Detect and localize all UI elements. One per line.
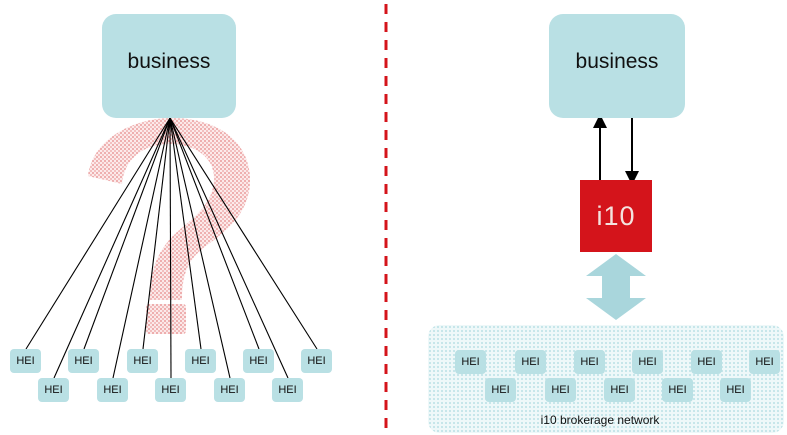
hei-node: HEI bbox=[749, 350, 780, 374]
hei-label: HEI bbox=[278, 384, 297, 396]
hei-node: HEI bbox=[185, 349, 216, 373]
hei-node: HEI bbox=[243, 349, 274, 373]
business-hei-link bbox=[169, 117, 202, 350]
business-hei-link bbox=[169, 117, 231, 379]
hei-label: HEI bbox=[521, 356, 540, 368]
hei-label: HEI bbox=[755, 356, 774, 368]
hei-node: HEI bbox=[155, 378, 186, 402]
hei-node: HEI bbox=[455, 350, 486, 374]
hei-node: HEI bbox=[662, 378, 693, 402]
hei-label: HEI bbox=[103, 384, 122, 396]
hei-label: HEI bbox=[44, 384, 63, 396]
business-hei-link bbox=[83, 117, 171, 350]
hei-node: HEI bbox=[301, 349, 332, 373]
business-hei-link bbox=[169, 117, 260, 350]
hei-node: HEI bbox=[545, 378, 576, 402]
business-hei-link bbox=[169, 117, 318, 350]
hei-label: HEI bbox=[668, 384, 687, 396]
hei-node: HEI bbox=[604, 378, 635, 402]
hei-label: HEI bbox=[74, 355, 93, 367]
business-hei-links bbox=[25, 117, 318, 379]
hei-node: HEI bbox=[127, 349, 158, 373]
business-label-right: business bbox=[575, 50, 659, 73]
double-arrow-icon bbox=[586, 254, 646, 320]
hei-label: HEI bbox=[551, 384, 570, 396]
business-hei-link bbox=[142, 117, 171, 350]
business-hei-link bbox=[169, 117, 289, 379]
business-hei-link bbox=[112, 117, 171, 379]
network-label: i10 brokerage network bbox=[540, 413, 660, 427]
hei-label: HEI bbox=[191, 355, 210, 367]
hei-node: HEI bbox=[632, 350, 663, 374]
hei-node: HEI bbox=[515, 350, 546, 374]
hei-label: HEI bbox=[16, 355, 35, 367]
hei-label: HEI bbox=[133, 355, 152, 367]
hei-label: HEI bbox=[249, 355, 268, 367]
hei-label: HEI bbox=[638, 356, 657, 368]
i10-broker-box: i10 bbox=[580, 180, 652, 252]
hei-node: HEI bbox=[97, 378, 128, 402]
business-hei-link bbox=[25, 117, 171, 350]
hei-label: HEI bbox=[461, 356, 480, 368]
hei-node: HEI bbox=[38, 378, 69, 402]
i10-label: i10 bbox=[596, 200, 636, 231]
hei-node: HEI bbox=[720, 378, 751, 402]
hei-label: HEI bbox=[697, 356, 716, 368]
hei-node: HEI bbox=[214, 378, 245, 402]
hei-node: HEI bbox=[691, 350, 722, 374]
hei-label: HEI bbox=[726, 384, 745, 396]
hei-label: HEI bbox=[491, 384, 510, 396]
business-box-left: business bbox=[102, 14, 236, 118]
business-hei-link bbox=[169, 117, 172, 379]
hei-node: HEI bbox=[10, 349, 41, 373]
hei-label: HEI bbox=[220, 384, 239, 396]
hei-node: HEI bbox=[485, 378, 516, 402]
hei-node: HEI bbox=[574, 350, 605, 374]
hei-label: HEI bbox=[610, 384, 629, 396]
hei-node: HEI bbox=[68, 349, 99, 373]
hei-label: HEI bbox=[161, 384, 180, 396]
hei-label: HEI bbox=[580, 356, 599, 368]
question-mark-icon bbox=[88, 118, 250, 334]
hei-label: HEI bbox=[307, 355, 326, 367]
hei-node: HEI bbox=[272, 378, 303, 402]
business-hei-link bbox=[53, 117, 171, 379]
business-box-right: business bbox=[549, 14, 685, 118]
business-label-left: business bbox=[127, 50, 211, 73]
